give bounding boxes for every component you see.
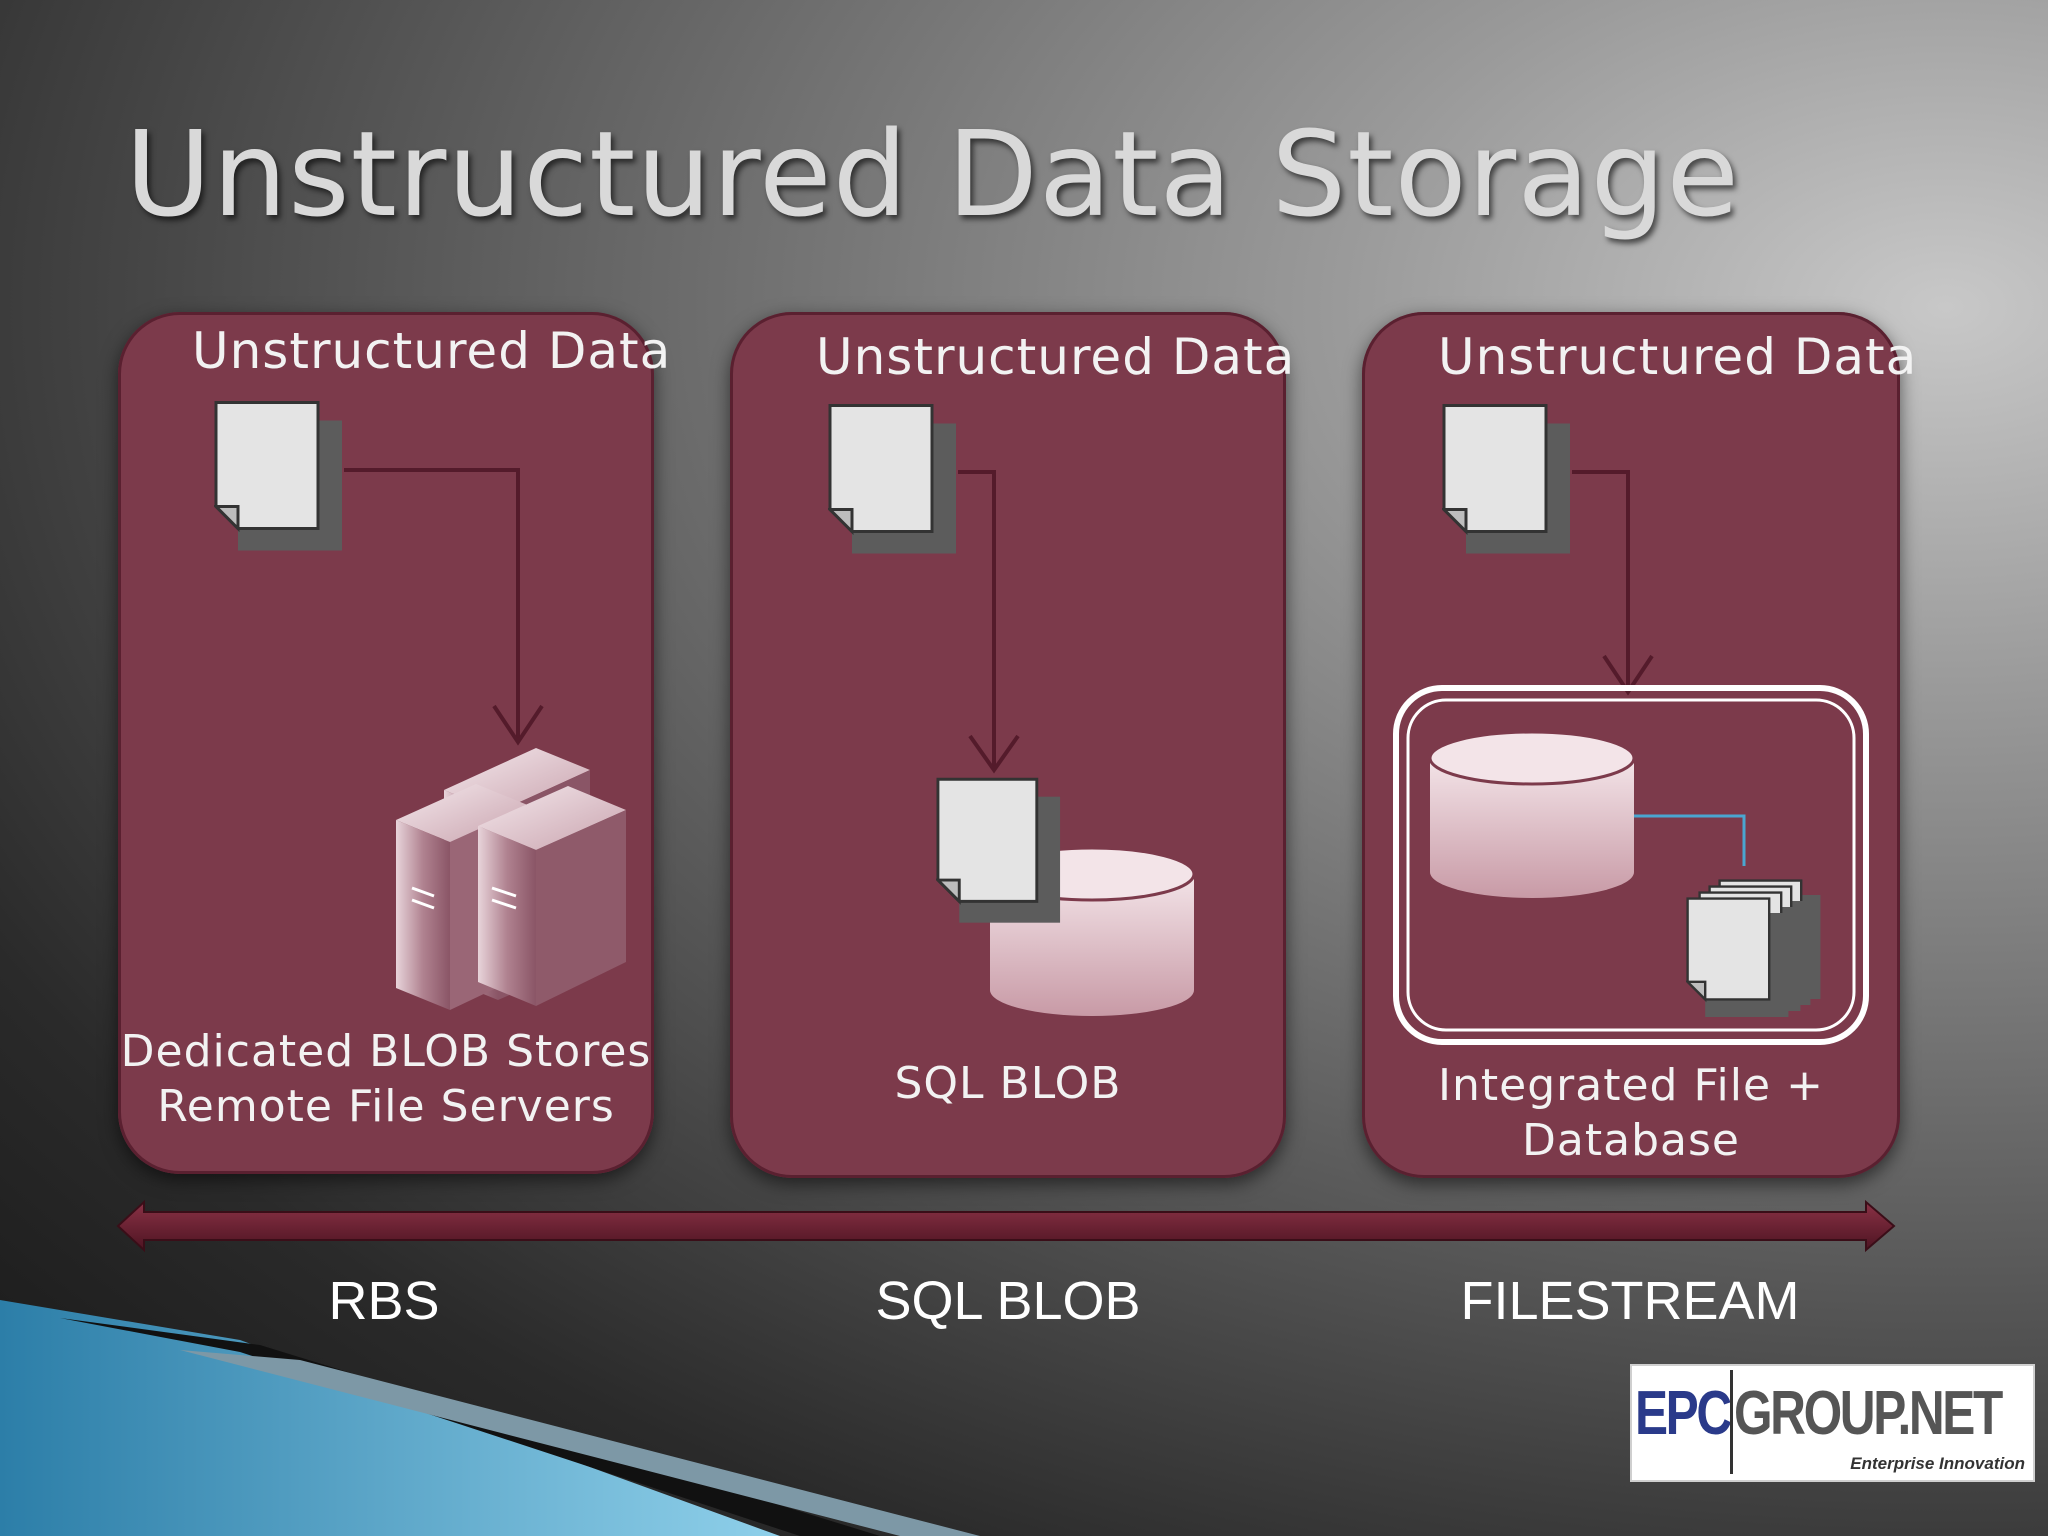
panel-sql-blob-caption: SQL BLOB — [730, 1056, 1286, 1111]
slide-title: Unstructured Data Storage — [125, 105, 1741, 243]
connector-arrow — [958, 470, 996, 768]
panel-filestream-caption-line2: Database — [1522, 1115, 1740, 1166]
panel-filestream-caption: Integrated File + Database — [1362, 1058, 1900, 1168]
document-icon — [214, 400, 344, 553]
spectrum-label-filestream: FILESTREAM — [1460, 1271, 1800, 1331]
panel-sql-blob — [730, 312, 1286, 1178]
epc-group-logo: EPC GROUP.NET Enterprise Innovation — [1630, 1364, 2035, 1482]
database-cylinder-icon — [1428, 730, 1636, 898]
decorative-stripes — [0, 1300, 980, 1536]
server-stack-icon — [396, 748, 626, 1010]
document-stack-icon — [1686, 879, 1822, 1019]
document-icon — [828, 403, 958, 556]
link-line — [1634, 814, 1746, 866]
panel-rbs-caption-line2: Remote File Servers — [157, 1081, 615, 1132]
logo-divider — [1730, 1370, 1733, 1474]
logo-epc-text: EPC — [1635, 1379, 1732, 1448]
spectrum-label-rbs: RBS — [328, 1271, 440, 1331]
spectrum-label-sql-blob: SQL BLOB — [875, 1271, 1141, 1331]
panel-filestream-caption-line1: Integrated File + — [1438, 1060, 1824, 1111]
panel-rbs-heading: Unstructured Data — [192, 322, 672, 380]
connector-arrow — [344, 468, 520, 740]
spectrum-arrow — [116, 1199, 1896, 1253]
panel-filestream-heading: Unstructured Data — [1438, 328, 1918, 386]
panel-sql-blob-caption-line1: SQL BLOB — [894, 1058, 1122, 1109]
document-icon — [1442, 403, 1572, 556]
connector-arrow — [1572, 470, 1630, 690]
panel-rbs-caption-line1: Dedicated BLOB Stores — [120, 1026, 652, 1077]
document-icon — [936, 777, 1062, 925]
logo-tagline: Enterprise Innovation — [1850, 1454, 2025, 1473]
integrated-container — [1393, 685, 1869, 1045]
panel-rbs-caption: Dedicated BLOB Stores Remote File Server… — [118, 1024, 654, 1134]
panel-rbs — [118, 312, 654, 1174]
panel-sql-blob-heading: Unstructured Data — [816, 328, 1296, 386]
logo-group-text: GROUP.NET — [1734, 1379, 2003, 1448]
